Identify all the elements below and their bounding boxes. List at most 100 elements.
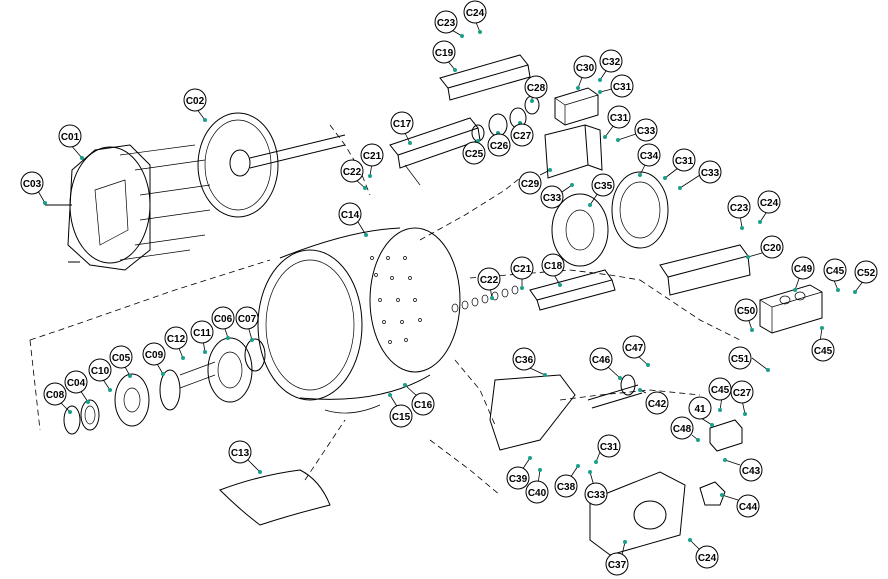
- callout-c48: C48: [670, 416, 700, 442]
- callout-c31-d: C31: [594, 434, 621, 464]
- svg-text:C14: C14: [341, 210, 360, 221]
- svg-text:C04: C04: [67, 378, 86, 389]
- callout-c43: C43: [723, 458, 763, 482]
- callout-c10: C10: [88, 358, 112, 392]
- svg-text:C31: C31: [675, 156, 694, 167]
- callout-c51: C51: [728, 346, 770, 372]
- part-c02-disc: [197, 112, 346, 218]
- part-c35-disc: [551, 193, 609, 267]
- svg-text:C36: C36: [515, 355, 534, 366]
- callout-c33-b: C33: [678, 160, 722, 190]
- callout-c24-b: C24: [757, 190, 781, 224]
- svg-text:C05: C05: [112, 353, 131, 364]
- part-c29-plate: [544, 124, 603, 179]
- svg-text:C19: C19: [435, 48, 454, 59]
- svg-text:C16: C16: [414, 400, 433, 411]
- part-c17-rail: [389, 117, 481, 186]
- svg-text:C35: C35: [594, 181, 613, 192]
- svg-text:C08: C08: [46, 390, 65, 401]
- callout-c32: C32: [598, 49, 623, 82]
- callout-c19: C19: [432, 40, 457, 72]
- callout-c45-b: C45: [811, 326, 835, 362]
- callout-c46: C46: [589, 347, 622, 380]
- svg-text:C27: C27: [513, 131, 532, 142]
- part-c49-manifold: [759, 284, 823, 334]
- callout-c44: C44: [720, 493, 760, 518]
- callout-c27-b: C27: [730, 380, 754, 416]
- callout-c47: C47: [622, 335, 650, 367]
- callout-c17: C17: [390, 111, 414, 145]
- part-c37-panel: [589, 471, 686, 556]
- callout-c01: C01: [58, 124, 84, 160]
- callout-c06: C06: [211, 306, 235, 340]
- callout-c26: C26: [487, 131, 511, 157]
- callout-c49: C49: [791, 256, 815, 292]
- part-c41-block: [709, 419, 743, 452]
- svg-text:C22: C22: [480, 275, 499, 286]
- svg-text:C48: C48: [673, 424, 692, 435]
- part-c20-bar: [659, 244, 751, 296]
- svg-text:C38: C38: [557, 482, 576, 493]
- part-c42-tube: [587, 374, 643, 409]
- callout-c39: C39: [506, 456, 532, 490]
- svg-text:C32: C32: [602, 57, 621, 68]
- callout-c23-a: C23: [434, 10, 464, 38]
- callout-c53: C33: [540, 183, 574, 209]
- callout-c25: C25: [462, 139, 486, 165]
- svg-text:C30: C30: [576, 63, 595, 74]
- svg-text:C51: C51: [731, 354, 750, 365]
- svg-text:C15: C15: [392, 412, 411, 423]
- callout-c23-b: C23: [727, 195, 751, 230]
- svg-text:C24: C24: [760, 198, 779, 209]
- callout-c21-b: C21: [510, 256, 534, 290]
- svg-text:C11: C11: [193, 328, 211, 339]
- callout-c31-b: C31: [603, 105, 631, 139]
- part-c14-drum: [257, 227, 461, 414]
- callout-c05: C05: [109, 345, 133, 378]
- svg-text:41: 41: [694, 404, 706, 415]
- callout-c22-a: C22: [340, 159, 367, 190]
- svg-text:C22: C22: [343, 167, 362, 178]
- svg-text:C24: C24: [698, 553, 717, 564]
- svg-text:C33: C33: [701, 168, 720, 179]
- svg-text:C49: C49: [794, 264, 813, 275]
- callout-c14: C14: [338, 202, 368, 237]
- svg-text:C09: C09: [145, 350, 164, 361]
- svg-text:C03: C03: [23, 179, 42, 190]
- svg-text:C12: C12: [167, 334, 186, 345]
- svg-text:C10: C10: [91, 366, 110, 377]
- callouts: C01 C02 C03 C08 C04 C10 C05 C09 C12 C11 …: [20, 0, 878, 576]
- callout-c30: C30: [573, 55, 597, 90]
- svg-text:C52: C52: [857, 268, 876, 279]
- svg-text:C43: C43: [742, 466, 761, 477]
- callout-c45-a: C45: [823, 258, 847, 292]
- svg-text:C33: C33: [587, 490, 606, 501]
- part-c19-bracket: [439, 54, 531, 101]
- callout-c18: C18: [541, 253, 565, 287]
- svg-text:C45: C45: [826, 266, 845, 277]
- callout-c27-a: C27: [510, 121, 534, 147]
- svg-text:C37: C37: [608, 560, 627, 571]
- callout-c03: C03: [20, 171, 47, 205]
- part-c34-disc: [611, 171, 669, 249]
- callout-c50: C50: [734, 298, 758, 332]
- callout-c09: C09: [142, 342, 166, 376]
- callout-c52: C52: [853, 260, 878, 294]
- svg-text:C29: C29: [521, 179, 540, 190]
- callout-c04: C04: [64, 370, 90, 404]
- callout-c28: C28: [524, 75, 548, 103]
- svg-text:C28: C28: [527, 83, 546, 94]
- svg-text:C27: C27: [733, 388, 752, 399]
- callout-c35: C35: [588, 173, 615, 207]
- callout-c29: C29: [518, 168, 552, 195]
- callout-c42: C42: [638, 388, 669, 415]
- callout-c38: C38: [554, 464, 580, 498]
- svg-text:C50: C50: [737, 306, 756, 317]
- svg-text:C39: C39: [509, 474, 528, 485]
- callout-c21-a: C21: [360, 143, 384, 178]
- svg-text:C01: C01: [61, 132, 80, 143]
- callout-c13: C13: [228, 440, 262, 474]
- svg-text:C25: C25: [465, 149, 484, 160]
